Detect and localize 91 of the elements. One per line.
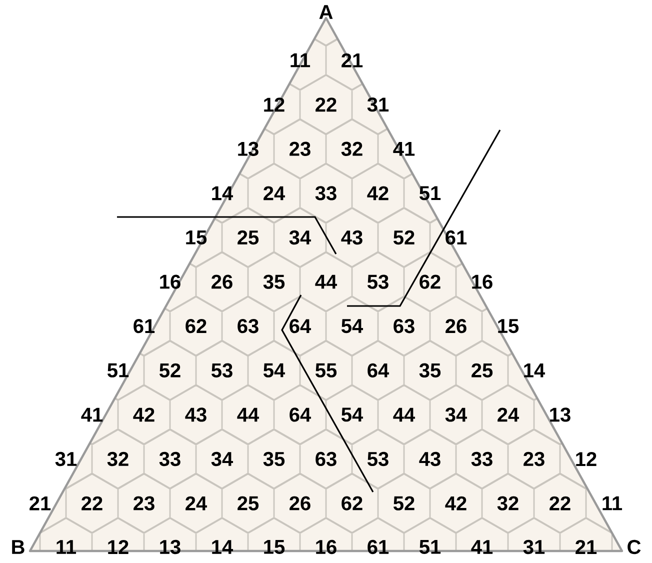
cell-number: 23 bbox=[524, 452, 544, 466]
cell-number: 64 bbox=[368, 363, 390, 378]
cell-number: 43 bbox=[419, 452, 440, 466]
cell-number: 22 bbox=[316, 98, 336, 112]
cell-number: 15 bbox=[498, 319, 519, 334]
cell-number: 22 bbox=[82, 496, 102, 510]
vertex-label: C bbox=[628, 540, 641, 554]
cell-number: 14 bbox=[212, 540, 233, 554]
cell-number: 25 bbox=[238, 230, 259, 245]
cell-number: 12 bbox=[576, 452, 596, 466]
cell-number: 21 bbox=[576, 540, 597, 554]
cell-number: 34 bbox=[289, 230, 311, 245]
cell-number: 33 bbox=[159, 452, 180, 466]
cell-number: 51 bbox=[420, 540, 441, 554]
cell-number: 24 bbox=[498, 408, 520, 422]
cell-number: 21 bbox=[342, 53, 363, 68]
cell-number: 51 bbox=[420, 186, 441, 200]
cell-number: 22 bbox=[550, 496, 570, 510]
cell-number: 11 bbox=[290, 53, 310, 68]
cell-number: 54 bbox=[264, 363, 285, 378]
cell-number: 31 bbox=[523, 540, 545, 554]
cell-number: 61 bbox=[134, 319, 155, 334]
cell-number: 31 bbox=[55, 452, 77, 466]
cell-number: 52 bbox=[394, 496, 414, 510]
cell-number: 51 bbox=[108, 363, 129, 378]
cell-number: 16 bbox=[316, 540, 336, 554]
cell-number: 15 bbox=[264, 540, 285, 554]
cell-number: 32 bbox=[341, 142, 362, 156]
cell-number: 13 bbox=[550, 408, 570, 422]
cell-number: 41 bbox=[81, 408, 103, 422]
cell-number: 52 bbox=[394, 230, 414, 245]
cell-number: 26 bbox=[446, 319, 466, 334]
cell-number: 61 bbox=[446, 230, 467, 245]
cell-number: 62 bbox=[186, 319, 206, 334]
cell-number: 64 bbox=[290, 408, 311, 422]
cell-number: 44 bbox=[393, 408, 416, 422]
cell-number: 14 bbox=[212, 186, 233, 200]
cell-number: 34 bbox=[445, 408, 468, 422]
cell-number: 61 bbox=[368, 540, 389, 554]
cell-number: 53 bbox=[368, 274, 388, 289]
cell-number: 64 bbox=[290, 319, 311, 334]
cell-number: 54 bbox=[342, 408, 364, 422]
cell-number: 42 bbox=[367, 186, 388, 200]
cell-number: 53 bbox=[212, 363, 232, 378]
cell-number: 26 bbox=[290, 496, 310, 510]
cell-number: 11 bbox=[56, 540, 76, 554]
cell-number: 14 bbox=[524, 364, 546, 378]
vertex-label: A bbox=[319, 5, 333, 19]
cell-number: 16 bbox=[472, 274, 492, 289]
cell-number: 33 bbox=[471, 452, 492, 466]
cell-number: 63 bbox=[394, 319, 414, 334]
cell-number: 63 bbox=[238, 319, 258, 334]
cell-number: 32 bbox=[107, 452, 128, 466]
cell-number: 12 bbox=[108, 540, 128, 554]
cell-number: 63 bbox=[316, 452, 336, 466]
cell-number: 34 bbox=[211, 452, 233, 466]
cell-number: 21 bbox=[30, 496, 51, 510]
vertex-label: B bbox=[12, 540, 24, 554]
cell-number: 15 bbox=[186, 230, 207, 244]
cell-number: 52 bbox=[160, 363, 180, 378]
cell-number: 13 bbox=[160, 540, 180, 554]
cell-number: 62 bbox=[420, 274, 440, 289]
cell-number: 42 bbox=[133, 408, 154, 422]
cell-number: 16 bbox=[160, 274, 180, 289]
cell-number: 23 bbox=[290, 142, 310, 156]
cell-number: 44 bbox=[315, 274, 338, 289]
cell-number: 53 bbox=[368, 452, 388, 466]
cell-number: 41 bbox=[471, 540, 493, 554]
cell-number: 43 bbox=[341, 230, 362, 245]
cell-number: 43 bbox=[185, 408, 206, 422]
cell-number: 25 bbox=[472, 363, 493, 378]
cell-number: 55 bbox=[316, 363, 337, 378]
cell-number: 44 bbox=[237, 408, 259, 422]
cell-number: 25 bbox=[238, 496, 259, 510]
cell-number: 35 bbox=[263, 452, 285, 466]
cell-number: 54 bbox=[342, 319, 364, 334]
cell-number: 11 bbox=[602, 496, 622, 510]
cell-number: 42 bbox=[445, 496, 466, 510]
cell-number: 35 bbox=[263, 274, 285, 289]
cell-number: 32 bbox=[497, 496, 518, 510]
cell-number: 31 bbox=[367, 98, 389, 112]
cell-number: 24 bbox=[186, 496, 207, 510]
cell-number: 33 bbox=[315, 186, 336, 200]
cell-number: 62 bbox=[342, 496, 362, 510]
cell-number: 23 bbox=[134, 496, 154, 510]
cell-number: 35 bbox=[419, 363, 441, 378]
cell-number: 41 bbox=[393, 142, 415, 156]
cell-number: 13 bbox=[238, 142, 258, 156]
cell-number: 24 bbox=[264, 186, 285, 200]
cell-number: 12 bbox=[264, 98, 284, 112]
cell-number: 26 bbox=[212, 274, 232, 289]
